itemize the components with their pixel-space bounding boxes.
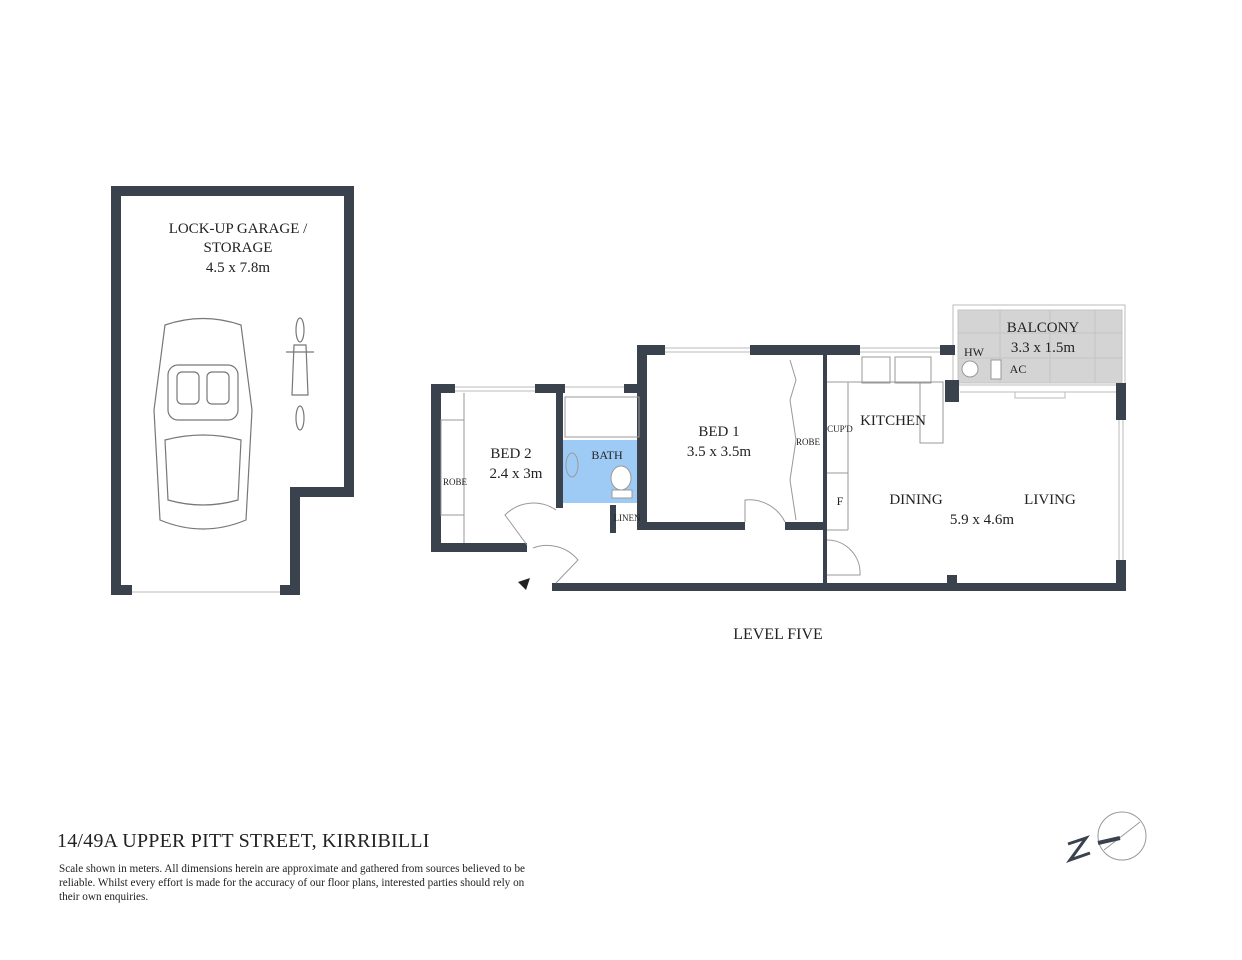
bed1-robe: ROBE: [796, 437, 821, 447]
compass-icon: [1065, 811, 1147, 864]
garage: [111, 186, 354, 595]
ac-unit-icon: [990, 359, 1002, 380]
bed1-name: BED 1: [698, 424, 739, 440]
toilet-icon: [610, 465, 632, 491]
balcony: [952, 304, 1126, 386]
ac-label: AC: [1010, 362, 1027, 376]
fixtures: [440, 356, 944, 584]
entry-arrow-icon: [514, 578, 530, 594]
bed2-robe: ROBE: [443, 477, 468, 487]
garage-dims: 4.5 x 7.8m: [206, 260, 271, 276]
living-name: LIVING: [1024, 492, 1076, 508]
balcony-name: BALCONY: [1007, 320, 1080, 336]
disclaimer: Scale shown in meters. All dimensions he…: [59, 863, 526, 903]
windows: [455, 347, 1124, 560]
bed1-dims: 3.5 x 3.5m: [687, 444, 752, 460]
cooktop-icon: [861, 356, 891, 384]
car-icon: [153, 317, 253, 530]
living-dims: 5.9 x 4.6m: [950, 512, 1015, 528]
basin-icon: [565, 452, 579, 478]
bath-name: BATH: [591, 448, 623, 462]
hot-water-icon: [961, 360, 979, 378]
sink-icon: [894, 356, 932, 384]
walls: [431, 345, 1126, 591]
garage-label-line2: STORAGE: [204, 240, 273, 256]
property-address: 14/49A UPPER PITT STREET, KIRRIBILLI: [57, 830, 430, 852]
balcony-dims: 3.3 x 1.5m: [1011, 340, 1076, 356]
cupboard-label: CUP'D: [827, 424, 853, 434]
kitchen-name: KITCHEN: [860, 413, 926, 429]
bed2-name: BED 2: [490, 446, 531, 462]
level-label: LEVEL FIVE: [733, 626, 823, 643]
bed2-dims: 2.4 x 3m: [490, 466, 543, 482]
motorcycle-icon: [286, 317, 314, 431]
linen-name: LINEN: [614, 513, 641, 523]
dining-name: DINING: [889, 492, 942, 508]
fridge-label: F: [837, 494, 844, 508]
garage-label-line1: LOCK-UP GARAGE /: [169, 221, 308, 237]
shower-icon: [564, 396, 640, 438]
hw-label: HW: [964, 345, 985, 359]
